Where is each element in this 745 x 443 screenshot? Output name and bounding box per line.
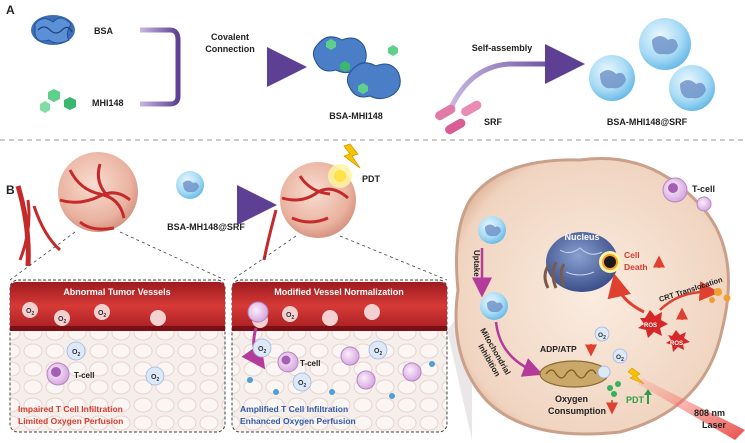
cell-o2-bubbles: [594, 326, 628, 379]
crt-particles-icon: [709, 288, 731, 303]
o2-label: O2: [374, 348, 382, 357]
pdt-cell-label: PDT: [626, 395, 645, 405]
ros-burst-icon: [638, 310, 690, 352]
o2-label: O2: [286, 312, 294, 321]
covalent-label-2: Connection: [205, 44, 255, 54]
tumor-right-icon: [262, 162, 356, 261]
o2-label: O2: [58, 316, 66, 325]
cell-death-label-2: Death: [624, 262, 648, 272]
product-label: BSA-MHI148@SRF: [607, 117, 688, 127]
self-assembly-label: Self-assembly: [472, 43, 533, 53]
ros-to-death-arrow: [607, 273, 645, 314]
bsa-label: BSA: [94, 26, 114, 36]
srf-label: SRF: [484, 117, 503, 127]
tumor-left-icon: [15, 152, 138, 267]
pdt-lightning-icon: [627, 367, 645, 385]
self-assembly-arrow: [447, 44, 585, 112]
ros-label: ROS: [670, 341, 683, 347]
left-tcell-label: T-cell: [74, 371, 94, 380]
pdt-top-label: PDT: [362, 174, 381, 184]
o2-label: O2: [72, 349, 80, 358]
o2-label: O2: [616, 354, 624, 363]
pdt-dots-icon: [607, 381, 621, 397]
nucleus-label: Nucleus: [564, 232, 599, 242]
pdt-up-head-icon: [644, 389, 652, 395]
right-caption-1: Amplified T Cell Infiltration: [240, 404, 348, 414]
o2-label: O2: [298, 380, 306, 389]
mhi148-label: MHI148: [92, 98, 124, 108]
o2-label: O2: [26, 308, 34, 317]
srf-capsules-icon: [435, 100, 482, 135]
zoom-guide-lines: [9, 231, 448, 281]
cell-death-burst-icon: [599, 251, 621, 273]
laser-label-1: 808 nm: [694, 408, 725, 418]
panel-a-letter: A: [6, 3, 15, 17]
left-caption-1: Impaired T Cell Infiltration: [18, 404, 123, 414]
outside-tcell-label: T-cell: [692, 184, 715, 194]
o2-label: O2: [598, 332, 606, 341]
oxygen-label-2: Consumption: [548, 406, 606, 416]
nanoparticle-bubbles-icon: [589, 18, 715, 111]
right-tcell-icon: [277, 351, 299, 373]
right-tcell-label: T-cell: [300, 359, 320, 368]
conjugate-label: BSA-MHI148: [329, 111, 383, 121]
cell-death-label-1: Cell: [624, 250, 640, 260]
injection-label: BSA-MH148@SRF: [167, 222, 245, 232]
left-box-title: Abnormal Tumor Vessels: [63, 287, 170, 297]
crt-arrow: [659, 281, 720, 311]
right-o2-bubbles: [247, 301, 435, 399]
bracket-arrow: [140, 27, 181, 107]
mhi148-icon: [40, 89, 76, 113]
ros-label: ROS: [644, 323, 657, 329]
adp-atp-label: ADP/ATP: [540, 344, 577, 354]
uptake-nanoparticle-icon: [478, 216, 508, 320]
laser-beam: [638, 378, 745, 440]
left-caption-2: Limited Oxygen Perfusion: [18, 416, 123, 426]
lightning-icon: [343, 143, 361, 169]
outside-tcell-icon: [662, 177, 712, 212]
right-box-title: Modified Vessel Normalization: [274, 287, 404, 297]
covalent-label-1: Covalent: [211, 32, 249, 42]
left-tcell-icon: [46, 362, 70, 386]
bsa-mhi148-conjugate-icon: [312, 36, 401, 100]
left-o2-bubbles: [22, 302, 166, 386]
o2-label: O2: [258, 346, 266, 355]
oxygen-label-1: Oxygen: [555, 394, 588, 404]
o2-label: O2: [98, 310, 106, 319]
o2-label: O2: [151, 374, 159, 383]
laser-label-2: Laser: [702, 420, 727, 430]
mitochondrion-icon: [539, 360, 609, 388]
uptake-label: Uptake: [472, 250, 481, 277]
golgi-icon: [543, 261, 566, 289]
panel-b-letter: B: [6, 183, 15, 197]
injection-nanoparticle-icon: [176, 171, 204, 199]
right-caption-2: Enhanced Oxygen Perfusion: [240, 416, 356, 426]
bsa-protein-icon: [31, 15, 75, 45]
nucleus-icon: [546, 232, 618, 292]
inhibition-arrow: [494, 321, 543, 377]
